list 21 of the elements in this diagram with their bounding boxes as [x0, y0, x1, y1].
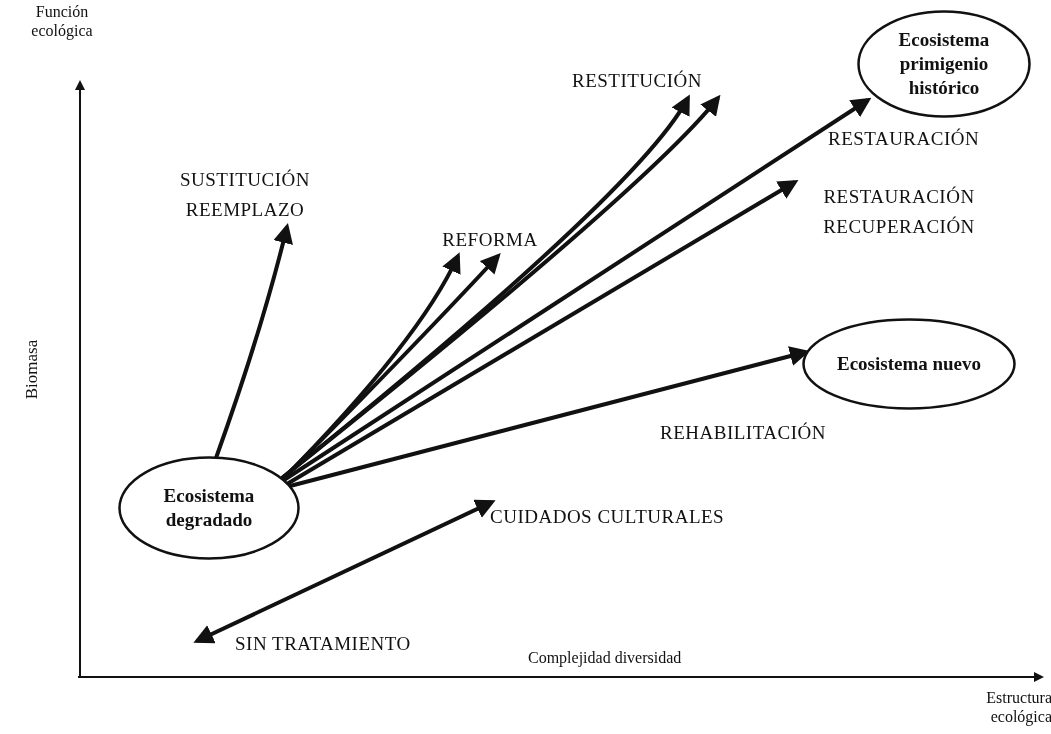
- treatment-label: SIN TRATAMIENTO: [195, 628, 475, 660]
- arrow: [214, 223, 293, 459]
- treatment-label: REFORMA: [422, 224, 558, 256]
- ecosystem-ellipse: [802, 318, 1016, 410]
- edge-label: REHABILITACIÓN: [660, 422, 826, 444]
- axis-label: Función ecológica: [30, 2, 94, 40]
- edge-label: RESTAURACIÓN: [828, 128, 980, 150]
- axis-label: Biomasa: [22, 339, 42, 400]
- axis-label: Estructura ecológica: [985, 688, 1051, 726]
- ecosystem-label: Ecosistema nuevo: [836, 352, 982, 376]
- treatment-label: SUSTITUCIÓN REEMPLAZO: [150, 163, 340, 227]
- treatment-label: CUIDADOS CULTURALES: [490, 500, 780, 534]
- ecosystem-ellipse: [857, 10, 1031, 118]
- arrow: [193, 499, 496, 644]
- ecosystem-label: Ecosistema degradado: [162, 484, 256, 532]
- ecosystem-label: Ecosistema primigenio histórico: [897, 28, 991, 100]
- axis-label: Complejidad diversidad: [528, 648, 682, 667]
- treatment-label: RESTAURACIÓN RECUPERACIÓN: [792, 178, 1006, 246]
- ecosystem-ellipse: [118, 456, 300, 560]
- treatment-label: RESTITUCIÓN: [548, 64, 726, 98]
- arrow: [285, 179, 799, 486]
